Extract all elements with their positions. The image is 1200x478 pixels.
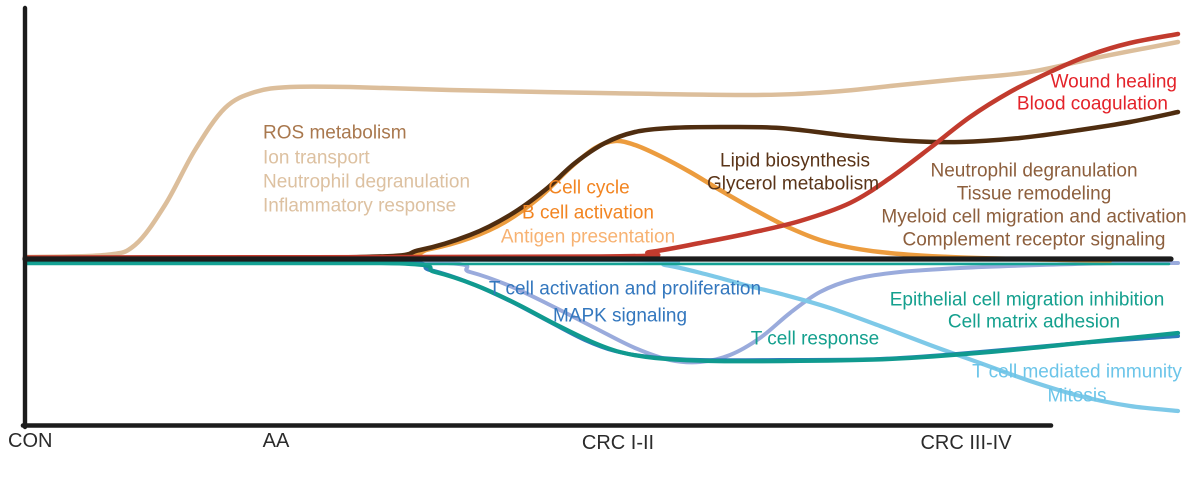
- label-ion-transport: Ion transport: [263, 147, 370, 168]
- label-complement-receptor-signaling: Complement receptor signaling: [902, 229, 1166, 251]
- label-antigen-presentation: Antigen presentation: [500, 226, 676, 248]
- label-mitosis: Mitosis: [1047, 385, 1107, 407]
- label-epithelial-migration-inhibition: Epithelial cell migration inhibition: [889, 289, 1165, 311]
- label-t-cell-mediated-immunity: T cell mediated immunity: [972, 361, 1182, 383]
- label-t-cell-response: T cell response: [750, 328, 880, 350]
- label-blood-coagulation: Blood coagulation: [1016, 93, 1168, 115]
- label-cell-matrix-adhesion: Cell matrix adhesion: [947, 311, 1121, 333]
- tick-con: CON: [8, 430, 53, 452]
- tick-crc-1-2: CRC I-II: [581, 432, 655, 454]
- label-glycerol-metabolism: Glycerol metabolism: [706, 173, 880, 195]
- label-lipid-biosynthesis: Lipid biosynthesis: [720, 150, 870, 172]
- label-t-cell-activation: T cell activation and proliferation: [488, 278, 762, 300]
- label-ros-metabolism: ROS metabolism: [263, 122, 407, 144]
- label-mapk-signaling: MAPK signaling: [552, 305, 688, 327]
- t-cell-response-epithelial-curve: [22, 259, 1181, 364]
- label-cell-cycle: Cell cycle: [548, 177, 630, 199]
- tick-aa: AA: [262, 430, 290, 452]
- label-wound-healing: Wound healing: [1050, 71, 1177, 93]
- tick-crc-3-4: CRC III-IV: [920, 432, 1012, 454]
- label-tissue-remodeling: Tissue remodeling: [956, 183, 1112, 205]
- lipid-glycerol-curve: [22, 109, 1181, 261]
- label-neutrophil-degranulation-late: Neutrophil degranulation: [930, 160, 1138, 182]
- ros-ion-neutrophil-inflammatory-curve: [22, 39, 1181, 260]
- label-inflammatory-response: Inflammatory response: [263, 195, 457, 217]
- label-myeloid-cell-migration: Myeloid cell migration and activation: [881, 206, 1187, 228]
- label-b-cell-activation: B cell activation: [521, 202, 655, 223]
- label-neutrophil-degranulation-early: Neutrophil degranulation: [263, 171, 471, 193]
